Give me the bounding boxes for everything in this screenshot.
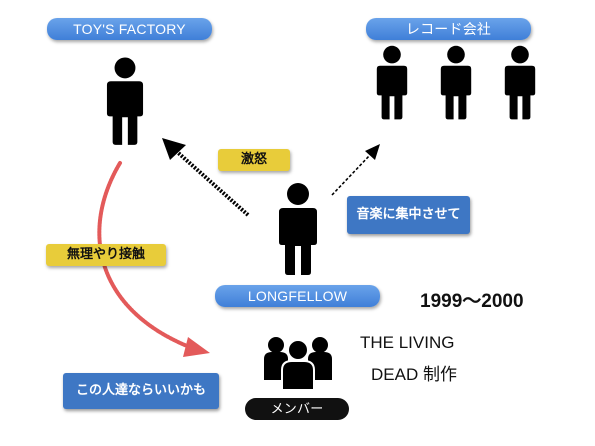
years-text: 1999〜2000: [420, 291, 524, 312]
arrow-icon: [331, 144, 380, 196]
person-icon: [440, 45, 472, 120]
curved-arrow-icon: [97, 161, 210, 357]
arrow-icon: [162, 138, 250, 217]
living-dead-line1: THE LIVING: [360, 333, 455, 352]
living-dead-line2: DEAD 制作: [371, 365, 457, 384]
record-company-label: レコード会社: [366, 18, 531, 40]
muri-tag: 無理やり接触: [46, 244, 166, 266]
kono-hito-bubble: この人達ならいいかも: [63, 373, 219, 409]
ongaku-bubble: 音楽に集中させて: [347, 196, 470, 234]
gekido-tag: 激怒: [218, 149, 290, 171]
member-label: メンバー: [245, 398, 349, 420]
longfellow-label: LONGFELLOW: [215, 285, 380, 307]
group-icon: [264, 337, 332, 391]
person-icon: [106, 57, 144, 145]
person-icon: [504, 45, 536, 120]
person-icon: [376, 45, 408, 120]
toys-factory-label: TOY'S FACTORY: [47, 18, 212, 40]
person-icon: [279, 183, 317, 275]
